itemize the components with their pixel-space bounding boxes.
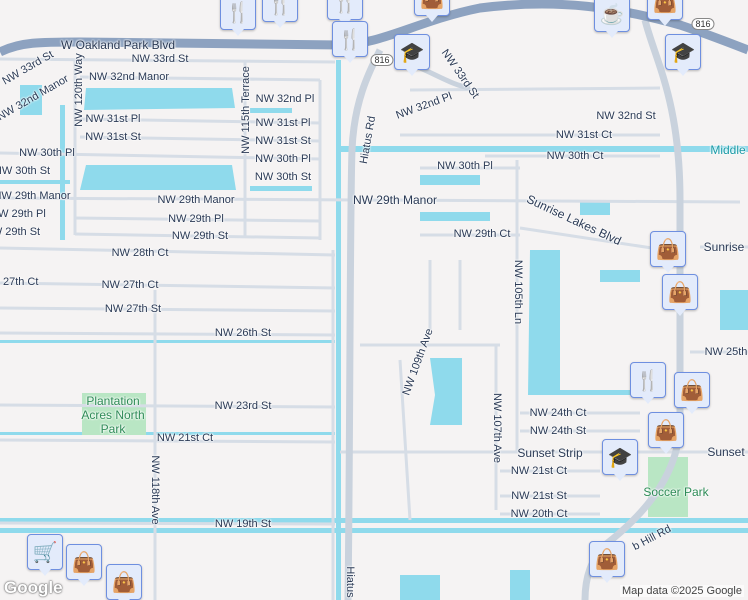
road-label: NW 32nd Pl	[255, 93, 315, 105]
road-label: NW 23rd St	[214, 400, 272, 412]
restaurant-pin-icon[interactable]: 🍴	[332, 21, 368, 63]
park-label-plantation-acres[interactable]: Plantation Acres North Park	[81, 394, 145, 436]
restaurant-pin-icon[interactable]: 🍴	[220, 0, 256, 36]
shopping-pin-icon[interactable]: 👜	[66, 544, 102, 586]
road-label: NW 115th Terrace	[240, 66, 252, 154]
road-label: NW 29th Manor	[157, 194, 235, 206]
road-label: NW 31st Pl	[85, 113, 141, 125]
road-label: NW 27th Ct	[0, 276, 39, 288]
road-label: NW 29th St	[0, 226, 41, 238]
road-label-hiatus: Hiatus	[344, 566, 356, 598]
shopping-pin-icon[interactable]: 👜	[414, 0, 450, 22]
road-label-w-oakland-park-blvd: W Oakland Park Blvd	[60, 38, 176, 52]
road-label: NW 29th Ct	[453, 228, 511, 240]
road-label: NW 32nd Manor	[88, 71, 170, 83]
road-label: NW 27th St	[104, 303, 162, 315]
road-label: NW 31st Pl	[255, 117, 311, 129]
road-label: NW 31st St	[85, 131, 141, 143]
road-label: NW 118th Ave	[149, 455, 161, 525]
shopping-pin-icon[interactable]: 👜	[106, 564, 142, 600]
road-label: NW 28th Ct	[111, 247, 169, 259]
shopping-pin-icon[interactable]: 👜	[674, 372, 710, 414]
shopping-pin-icon[interactable]: 👜	[650, 231, 686, 273]
road-label: NW 30th Pl	[437, 160, 493, 172]
road-label: NW 30th St	[254, 171, 312, 183]
road-label: NW 32nd St	[596, 110, 656, 122]
road-label: NW 31st Ct	[555, 129, 613, 141]
minor-roads	[0, 57, 748, 600]
road-label: Sunrise	[703, 240, 745, 254]
google-logo[interactable]: Google	[4, 578, 63, 597]
road-label: NW 21st Ct	[156, 432, 214, 444]
road-label: NW 24th St	[529, 425, 587, 437]
road-label: NW 24th Ct	[529, 407, 587, 419]
road-label: NW 107th Ave	[491, 392, 503, 464]
road-label: NW 31st St	[255, 135, 311, 147]
road-label: Sunset	[707, 445, 745, 459]
road-label: NW 30th Pl	[19, 147, 75, 159]
park-area	[82, 393, 146, 435]
road-label: NW 19th St	[214, 518, 272, 530]
road-label: NW 26th St	[214, 327, 272, 339]
school-pin-icon[interactable]: 🎓	[394, 34, 430, 76]
cafe-pin-icon[interactable]: ☕	[594, 0, 630, 38]
road-label: NW 29th Manor	[352, 193, 438, 207]
road-label: NW 29th Pl	[0, 208, 46, 220]
shopping-pin-icon[interactable]: 👜	[648, 412, 684, 454]
map-attribution[interactable]: Map data ©2025 Google	[619, 585, 744, 597]
school-pin-icon[interactable]: 🎓	[602, 439, 638, 481]
road-label: NW 21st Ct	[510, 465, 568, 477]
road-label: NW 105th Ln	[512, 259, 524, 325]
road-label: NW 25th	[704, 346, 748, 358]
restaurant-pin-icon[interactable]: 🍴	[262, 0, 298, 28]
road-label: NW 30th St	[0, 165, 51, 177]
shopping-pin-icon[interactable]: 👜	[662, 274, 698, 316]
school-pin-icon[interactable]: 🎓	[665, 34, 701, 76]
road-label: NW 21st St	[511, 490, 567, 502]
road-label: NW 29th St	[171, 230, 229, 242]
route-shield-816: 816	[691, 18, 715, 30]
shopping-pin-icon[interactable]: 👜	[589, 541, 625, 583]
road-label: NW 30th Pl	[255, 153, 311, 165]
restaurant-pin-icon[interactable]: 🍴	[630, 362, 666, 404]
shopping-pin-icon[interactable]: 👜	[647, 0, 683, 26]
road-label: NW 27th Ct	[101, 279, 159, 291]
road-label: NW 33rd St	[131, 53, 189, 65]
road-label: NW 30th Ct	[546, 150, 604, 162]
water-label: Middle	[710, 143, 746, 157]
road-label: NW 120th Way	[73, 53, 85, 127]
grocery-pin-icon[interactable]: 🛒	[27, 534, 63, 576]
restaurant-pin-icon[interactable]: 🍴	[327, 0, 363, 26]
park-label-soccer-park[interactable]: Soccer Park	[643, 485, 709, 499]
road-label: NW 20th Ct	[510, 508, 568, 520]
road-label: NW 29th Pl	[168, 213, 224, 225]
road-label: NW 29th Manor	[0, 190, 71, 202]
route-shield-816: 816	[370, 54, 394, 66]
road-label-sunset-strip: Sunset Strip	[517, 446, 583, 460]
water-bodies	[0, 60, 748, 600]
